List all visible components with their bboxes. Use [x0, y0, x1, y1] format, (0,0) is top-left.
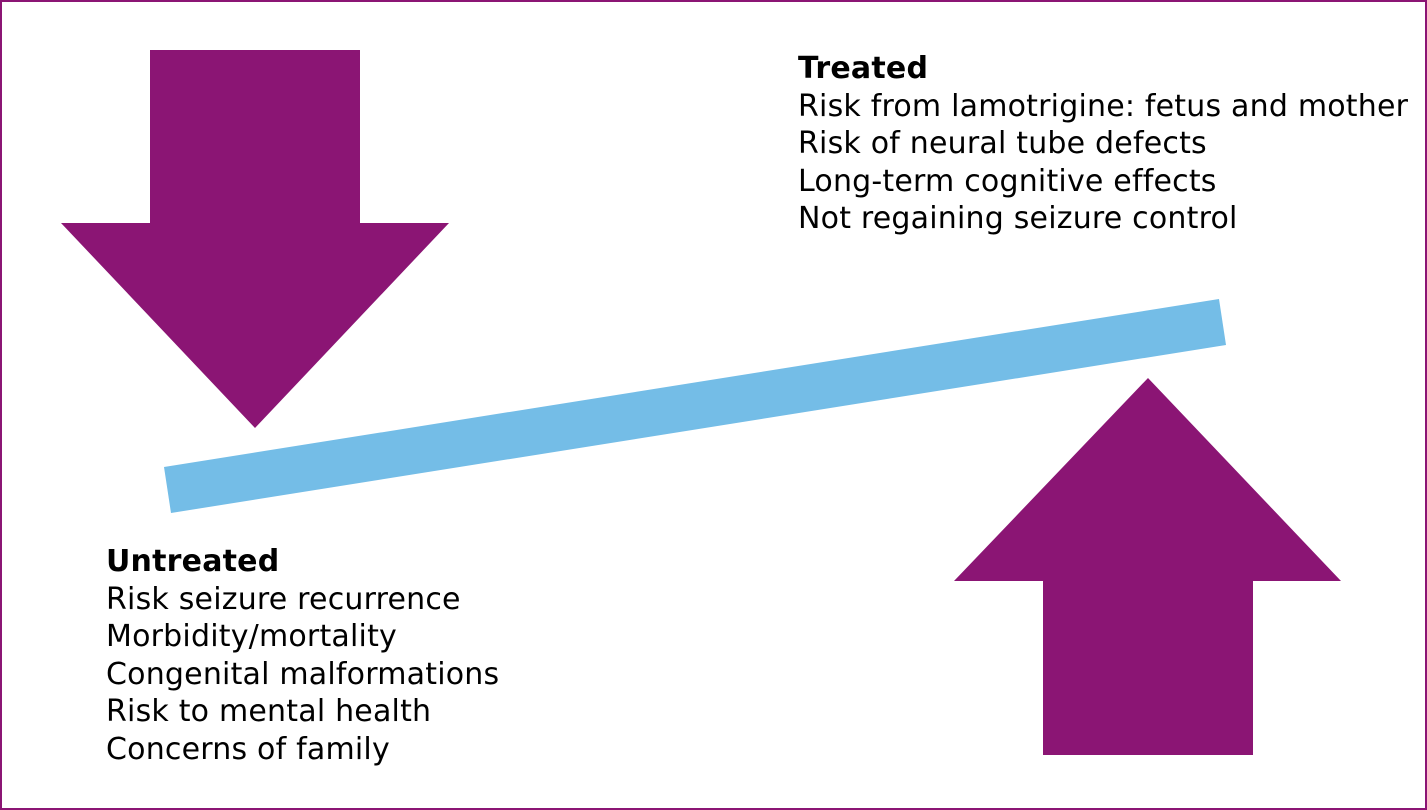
treated-title: Treated: [798, 51, 929, 86]
treated-item: Long-term cognitive effects: [798, 163, 1217, 199]
untreated-item: Morbidity/mortality: [106, 619, 397, 654]
untreated-item: Risk to mental health: [106, 694, 432, 729]
untreated-item: Congenital malformations: [106, 656, 500, 692]
seesaw-beam: [164, 299, 1226, 513]
untreated-title: Untreated: [106, 544, 280, 579]
treated-item: Not regaining seizure control: [798, 201, 1238, 236]
down-arrow-icon: [61, 50, 449, 428]
treated-item: Risk from lamotrigine: fetus and mother: [798, 88, 1409, 124]
untreated-block: Untreated Risk seizure recurrence Morbid…: [106, 543, 499, 768]
untreated-item: Risk seizure recurrence: [106, 581, 461, 617]
untreated-item: Concerns of family: [106, 731, 390, 767]
treated-block: Treated Risk from lamotrigine: fetus and…: [798, 50, 1408, 238]
up-arrow-icon: [954, 378, 1341, 755]
treated-item: Risk of neural tube defects: [798, 126, 1207, 161]
